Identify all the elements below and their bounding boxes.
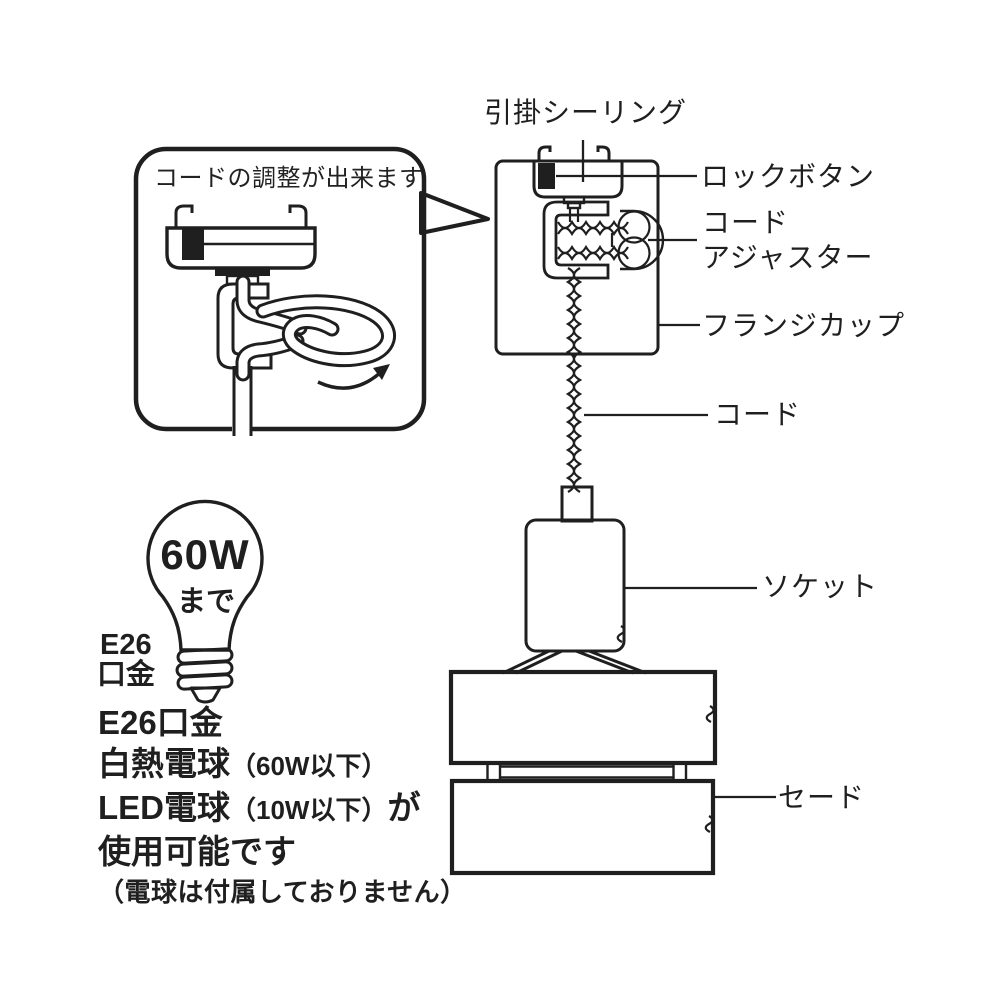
bulb-drawing bbox=[146, 499, 264, 704]
spec-line-incandescent: 白熱電球（60W以下） bbox=[98, 745, 388, 782]
bubble-lock-button bbox=[182, 229, 204, 260]
bubble-caption: コードの調整が出来ます bbox=[154, 164, 424, 192]
label-flange-cup: フランジカップ bbox=[702, 310, 906, 341]
braided-cord bbox=[557, 219, 629, 493]
spec-line-base: E26口金 bbox=[98, 704, 223, 741]
bubble-cord-loop bbox=[235, 274, 396, 382]
lock-button-drawing bbox=[538, 163, 555, 189]
cord-adjuster-bracket bbox=[542, 200, 610, 280]
spec-line-led: LED電球（10W以下）が bbox=[98, 789, 421, 826]
shade-screw-top bbox=[705, 705, 715, 723]
bulb-limit-text: まで bbox=[176, 586, 236, 618]
bulb-base-e26: E26 bbox=[100, 629, 152, 661]
bulb-wattage-text: 60W bbox=[160, 531, 250, 578]
speech-bubble bbox=[133, 146, 490, 436]
label-cord-adjuster-line1: コード bbox=[702, 207, 790, 238]
label-socket: ソケット bbox=[762, 571, 879, 602]
label-lock-button: ロックボタン bbox=[701, 161, 876, 192]
bulb-base-kuchigane: 口金 bbox=[97, 659, 156, 691]
label-cord: コード bbox=[714, 399, 802, 430]
shade-struts bbox=[502, 649, 647, 675]
shade-drawing bbox=[448, 669, 718, 876]
socket-screw bbox=[616, 625, 626, 643]
spec-line-usable: 使用可能です bbox=[98, 833, 296, 870]
spec-text-block: E26口金 白熱電球（60W以下） LED電球（10W以下）が 使用可能です （… bbox=[98, 702, 467, 913]
rotate-arrow-icon bbox=[317, 364, 390, 390]
spec-line-note: （電球は付属しておりません） bbox=[98, 877, 467, 907]
socket-drawing bbox=[524, 485, 626, 653]
shade-screw-bottom bbox=[704, 815, 714, 833]
bubble-ceiling-rose bbox=[165, 204, 317, 286]
label-cord-adjuster-line2: アジャスター bbox=[702, 242, 874, 273]
label-shade: セード bbox=[778, 782, 866, 813]
leader-lines bbox=[556, 140, 776, 799]
bubble-pointer bbox=[419, 191, 490, 235]
bulb-screw-base bbox=[175, 647, 234, 704]
label-hanging-ceiling: 引掛シーリング bbox=[484, 97, 688, 128]
